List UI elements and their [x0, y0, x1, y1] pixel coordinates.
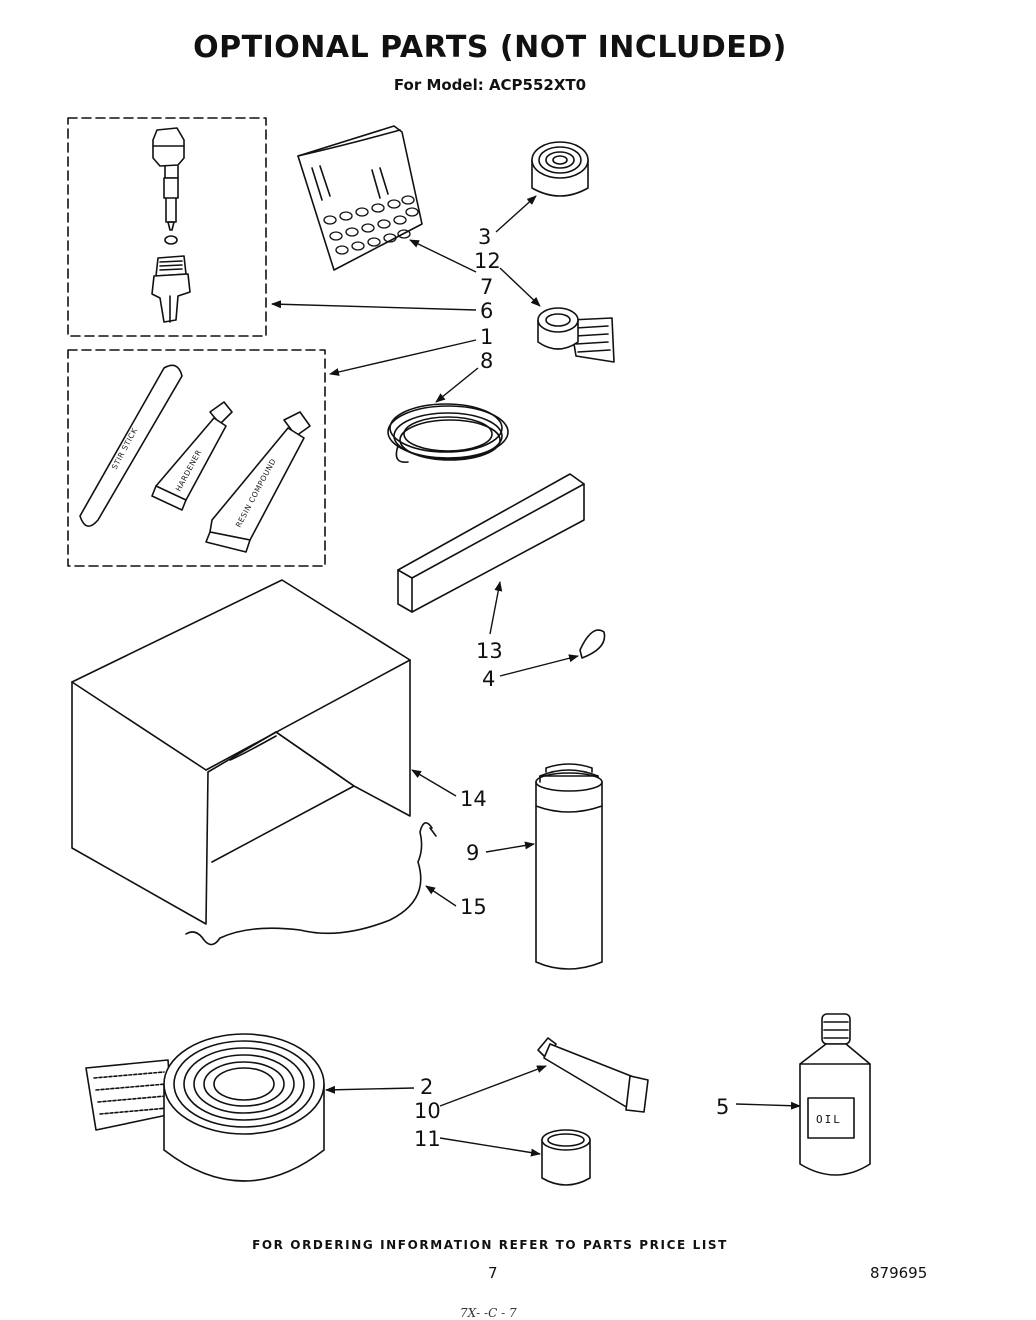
stir-stick-part	[79, 364, 183, 527]
epoxy-kit-box	[67, 349, 326, 567]
callout-4: 4	[482, 667, 495, 691]
cover-part	[71, 579, 411, 925]
document-number: 879695	[870, 1264, 928, 1282]
tape-roll-small-part	[531, 141, 589, 197]
tape-roll-large-part	[85, 1033, 325, 1182]
callout-15: 15	[460, 895, 487, 919]
callout-12: 12	[474, 249, 501, 273]
small-clip-part	[579, 629, 606, 659]
callout-6: 6	[480, 299, 493, 323]
leader-12	[499, 267, 541, 307]
foam-strip-part	[397, 473, 585, 613]
leader-8	[435, 367, 479, 403]
cover-cord-part	[185, 822, 437, 946]
leader-15	[425, 885, 457, 907]
oil-label: OIL	[816, 1113, 842, 1126]
callout-3: 3	[478, 225, 491, 249]
valve-kit-box	[67, 117, 267, 337]
callout-10: 10	[414, 1099, 441, 1123]
sealant-tube-part	[537, 1037, 649, 1113]
leader-14	[411, 769, 457, 797]
spray-can-part	[535, 763, 603, 970]
callout-1: 1	[480, 325, 493, 349]
leader-1	[329, 339, 477, 376]
handwritten-note: 7X‐ ‐C ‐ 7	[460, 1306, 517, 1320]
leader-9	[485, 841, 535, 853]
callout-9: 9	[466, 841, 479, 865]
leader-2	[325, 1085, 415, 1094]
callout-8: 8	[480, 349, 493, 373]
leader-3	[495, 195, 537, 233]
callout-5: 5	[716, 1095, 729, 1119]
callout-7: 7	[480, 275, 493, 299]
model-subtitle: For Model: ACP552XT0	[393, 76, 587, 94]
leader-13	[489, 581, 503, 635]
callout-11: 11	[414, 1127, 441, 1151]
leader-11	[439, 1137, 541, 1157]
oil-bottle-part	[799, 1013, 871, 1176]
leader-7	[409, 239, 477, 273]
callout-2: 2	[420, 1075, 433, 1099]
tape-roll-tail-part	[537, 307, 615, 363]
valve-fitting-part	[151, 127, 191, 323]
wire-coil-part	[387, 403, 509, 463]
leader-4	[499, 654, 579, 677]
page-title: OPTIONAL PARTS (NOT INCLUDED)	[193, 30, 787, 65]
callout-14: 14	[460, 787, 487, 811]
resin-tube-part	[205, 411, 311, 553]
hardener-tube-part	[151, 401, 233, 511]
clip-bag-part	[297, 125, 423, 271]
leader-5	[735, 1101, 801, 1110]
callout-13: 13	[476, 639, 503, 663]
small-jar-part	[541, 1129, 591, 1186]
ordering-note: FOR ORDERING INFORMATION REFER TO PARTS …	[252, 1238, 728, 1252]
leader-10	[439, 1065, 547, 1107]
leader-6	[271, 300, 477, 311]
page-number: 7	[488, 1264, 498, 1282]
